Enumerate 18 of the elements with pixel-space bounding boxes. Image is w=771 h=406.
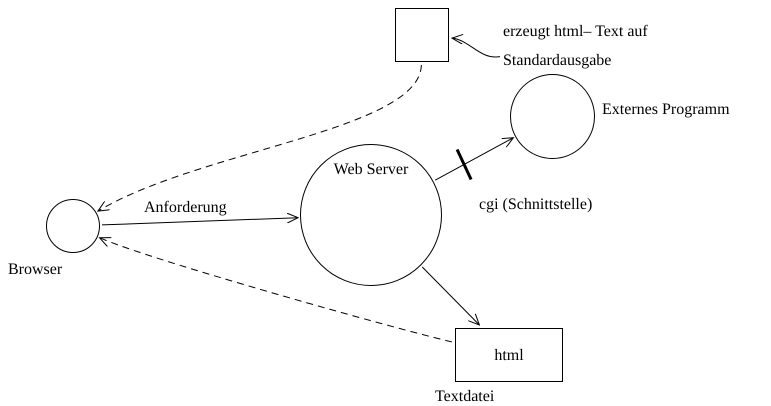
arrow bbox=[452, 34, 500, 58]
node-caption: Externes Programm bbox=[602, 101, 730, 119]
edge-label: cgi (Schnittstelle) bbox=[478, 196, 594, 214]
server-circle bbox=[300, 144, 442, 286]
node-caption: Browser bbox=[8, 261, 62, 279]
box bbox=[395, 8, 449, 62]
arrow bbox=[101, 212, 299, 226]
edge-label: Anforderung bbox=[143, 199, 228, 217]
arrow bbox=[434, 137, 514, 181]
node-label: Web Server bbox=[334, 161, 408, 179]
node-caption: Textdatei bbox=[435, 388, 494, 406]
node-label: html bbox=[494, 347, 524, 365]
annotation-text: erzeugt html– Text auf Standardausgabe bbox=[503, 17, 653, 67]
circle-node bbox=[510, 74, 595, 159]
arrow bbox=[422, 266, 480, 326]
dashed-arrow bbox=[97, 64, 422, 212]
circle-node bbox=[46, 199, 100, 253]
file-box bbox=[455, 328, 563, 382]
